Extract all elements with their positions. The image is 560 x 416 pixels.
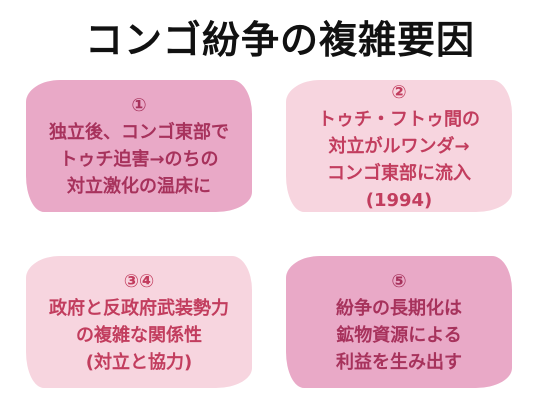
factor-text-line: 利益を生み出す <box>336 352 462 373</box>
factor-text-line: 政府と反政府武装勢力 <box>49 298 229 319</box>
factor-number: ③④ <box>123 271 155 292</box>
factor-text-line: トゥチ・フトゥ間の <box>318 108 480 130</box>
factor-text-line: 紛争の長期化は <box>336 298 462 319</box>
factor-text-line: 対立がルワンダ→ <box>328 135 470 157</box>
factor-text-line: (対立と協力) <box>85 352 193 373</box>
diagram-title: コンゴ紛争の複雑要因 <box>84 18 475 62</box>
factor-card-3: ③④ 政府と反政府武装勢力 の複雑な関係性 (対立と協力) <box>26 256 252 388</box>
factor-card-1: ① 独立後、コンゴ東部で トゥチ迫害→のちの 対立激化の温床に <box>26 80 252 212</box>
factor-card-2: ② トゥチ・フトゥ間の 対立がルワンダ→ コンゴ東部に流入 (1994) <box>286 80 512 212</box>
factor-text-line: 鉱物資源による <box>336 325 462 346</box>
factor-number: ⑤ <box>391 271 407 292</box>
factor-text-line: (1994) <box>365 189 433 211</box>
factor-text-line: トゥチ迫害→のちの <box>59 149 219 170</box>
factor-text-line: コンゴ東部に流入 <box>327 162 471 184</box>
factor-card-4: ⑤ 紛争の長期化は 鉱物資源による 利益を生み出す <box>286 256 512 388</box>
factor-text-line: 独立後、コンゴ東部で <box>49 122 229 143</box>
factor-text-line: の複雑な関係性 <box>76 325 202 346</box>
factor-number: ② <box>391 81 407 103</box>
factor-text-line: 対立激化の温床に <box>67 176 211 197</box>
factor-number: ① <box>131 95 147 116</box>
